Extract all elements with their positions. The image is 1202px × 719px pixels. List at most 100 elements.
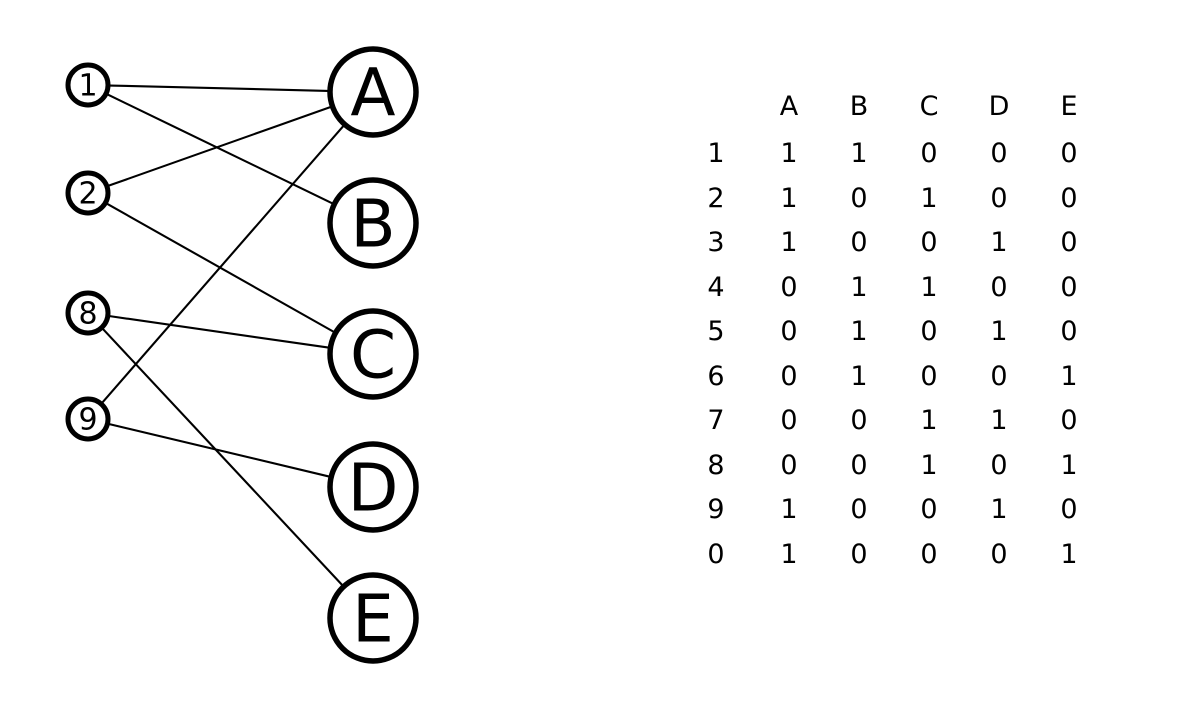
matrix-cell-4-c: 1 [920, 271, 938, 303]
matrix-cell-1-e: 0 [1060, 138, 1078, 169]
graph-node-left-1[interactable]: 1 [65, 62, 111, 108]
matrix-cell-5-e: 0 [1060, 316, 1078, 347]
graph-edge-9-A [101, 124, 345, 404]
matrix-cell-9-a: 1 [780, 494, 798, 525]
graph-edges-group [101, 84, 345, 587]
matrix-cell-6-b: 1 [850, 360, 868, 392]
graph-node-left-9[interactable]: 9 [65, 396, 111, 442]
graph-node-left-8[interactable]: 8 [65, 290, 111, 336]
matrix-cell-0-a: 1 [780, 538, 798, 570]
graph-node-left-2-circle[interactable] [65, 170, 111, 216]
graph-node-left-8-label: 8 [78, 297, 97, 332]
matrix-cell-3-b: 0 [850, 227, 868, 258]
matrix-cell-5-c: 0 [920, 316, 938, 347]
matrix-cell-1-d: 0 [990, 138, 1008, 169]
matrix-cell-8-a: 0 [780, 449, 798, 481]
graph-node-left-8-circle[interactable] [65, 290, 111, 336]
matrix-cell-4-e: 0 [1060, 271, 1078, 303]
graph-node-right-e-circle[interactable] [327, 572, 419, 664]
graph-node-right-a-circle[interactable] [327, 46, 419, 138]
graph-node-right-b[interactable]: B [327, 177, 419, 269]
graph-node-right-d-circle[interactable] [327, 441, 419, 533]
graph-edge-1-A [108, 84, 330, 92]
matrix-col-header-c: C [919, 91, 939, 122]
matrix-cell-7-d: 1 [990, 405, 1008, 436]
matrix-row-header-1: 1 [707, 138, 725, 169]
graph-node-right-a[interactable]: A [327, 46, 419, 138]
graph-node-right-d[interactable]: D [327, 441, 419, 533]
matrix-cell-5-a: 0 [780, 316, 798, 347]
graph-node-left-2[interactable]: 2 [65, 170, 111, 216]
graph-edge-8-C [108, 315, 330, 349]
graph-edge-9-D [108, 423, 331, 478]
matrix-cell-1-c: 0 [920, 138, 938, 169]
matrix-col-header-e: E [1060, 91, 1078, 122]
matrix-cell-9-b: 0 [850, 494, 868, 525]
matrix-cell-3-d: 1 [990, 227, 1008, 258]
matrix-cell-0-c: 0 [920, 538, 938, 570]
matrix-cell-7-b: 0 [850, 405, 868, 436]
matrix-cell-8-e: 1 [1060, 449, 1078, 481]
graph-node-right-a-label: A [350, 55, 395, 132]
matrix-row-header-4: 4 [707, 271, 725, 303]
graph-node-right-e[interactable]: E [327, 572, 419, 664]
graph-node-right-c[interactable]: C [327, 308, 419, 400]
matrix-cell-2-e: 0 [1060, 182, 1078, 214]
matrix-cell-0-e: 1 [1060, 538, 1078, 570]
matrix-cell-9-e: 0 [1060, 494, 1078, 525]
graph-node-right-d-label: D [348, 450, 399, 527]
matrix-row-header-3: 3 [707, 227, 725, 258]
matrix-cell-4-b: 1 [850, 271, 868, 303]
matrix-cell-0-d: 0 [990, 538, 1008, 570]
matrix-cell-2-d: 0 [990, 182, 1008, 214]
matrix-cell-8-b: 0 [850, 449, 868, 481]
matrix-cell-7-a: 0 [780, 405, 798, 436]
graph-node-left-9-label: 9 [78, 403, 97, 438]
matrix-row-header-5: 5 [707, 316, 725, 347]
matrix-cell-4-a: 0 [780, 271, 798, 303]
matrix-corner-cell [678, 82, 754, 132]
matrix-cell-7-c: 1 [920, 405, 938, 436]
graph-node-right-e-label: E [352, 581, 394, 658]
matrix-cell-7-e: 0 [1060, 405, 1078, 436]
matrix-cell-8-d: 0 [990, 449, 1008, 481]
matrix-col-header-b: B [849, 91, 869, 122]
matrix-cell-5-b: 1 [850, 316, 868, 347]
graph-node-right-b-circle[interactable] [327, 177, 419, 269]
matrix-cell-9-c: 0 [920, 494, 938, 525]
matrix-row-header-0: 0 [707, 538, 725, 570]
graph-edge-8-E [101, 328, 344, 587]
matrix-cell-3-e: 0 [1060, 227, 1078, 258]
matrix-cell-2-c: 1 [920, 182, 938, 214]
graph-node-left-1-label: 1 [78, 69, 97, 104]
matrix-row-header-8: 8 [707, 449, 725, 481]
graph-edge-2-A [107, 105, 332, 187]
matrix-col-header-d: D [988, 91, 1010, 122]
matrix-cell-8-c: 1 [920, 449, 938, 481]
graph-node-left-1-circle[interactable] [65, 62, 111, 108]
matrix-row-header-9: 9 [707, 494, 725, 525]
matrix-row-header-6: 6 [707, 360, 725, 392]
graph-node-right-c-circle[interactable] [327, 308, 419, 400]
matrix-row-header-7: 7 [707, 405, 725, 436]
matrix-cell-1-b: 1 [850, 138, 868, 169]
graph-node-left-9-circle[interactable] [65, 396, 111, 442]
matrix-row: 7 0 0 1 1 0 [678, 399, 1104, 444]
matrix-cell-6-a: 0 [780, 360, 798, 392]
graph-edge-1-B [106, 93, 334, 205]
matrix-cell-2-b: 0 [850, 182, 868, 214]
